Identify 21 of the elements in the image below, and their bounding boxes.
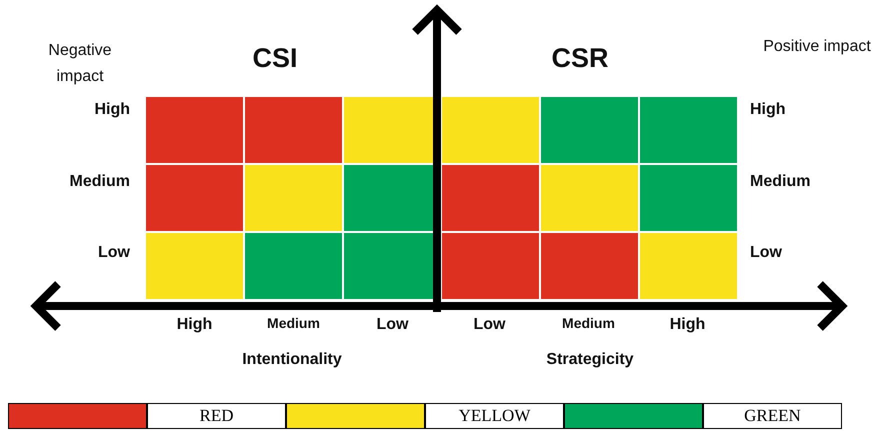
scale-label: High — [176, 315, 214, 335]
axis-title: Intentionality — [241, 350, 343, 370]
scale-label: High — [93, 100, 130, 120]
scale-label: Medium — [266, 314, 321, 333]
quadrant-title: CSI — [251, 42, 298, 74]
scale-label: High — [668, 315, 706, 335]
impact-label: Positive impact — [762, 37, 872, 57]
axis-title: Strategicity — [545, 350, 635, 370]
scale-label: Low — [472, 315, 506, 335]
scale-label: Medium — [561, 314, 616, 333]
legend-label: GREEN — [703, 403, 842, 429]
quadrant-title: CSR — [550, 42, 610, 74]
scale-label: Low — [376, 315, 410, 335]
legend-label: RED — [147, 403, 286, 429]
scale-label: Medium — [68, 172, 130, 192]
scale-label: High — [750, 100, 787, 120]
legend-label: YELLOW — [425, 403, 564, 429]
scale-label: Low — [97, 243, 130, 263]
scale-label: Low — [750, 243, 783, 263]
impact-label: Negative impact — [47, 41, 113, 87]
scale-label: Medium — [750, 172, 812, 192]
